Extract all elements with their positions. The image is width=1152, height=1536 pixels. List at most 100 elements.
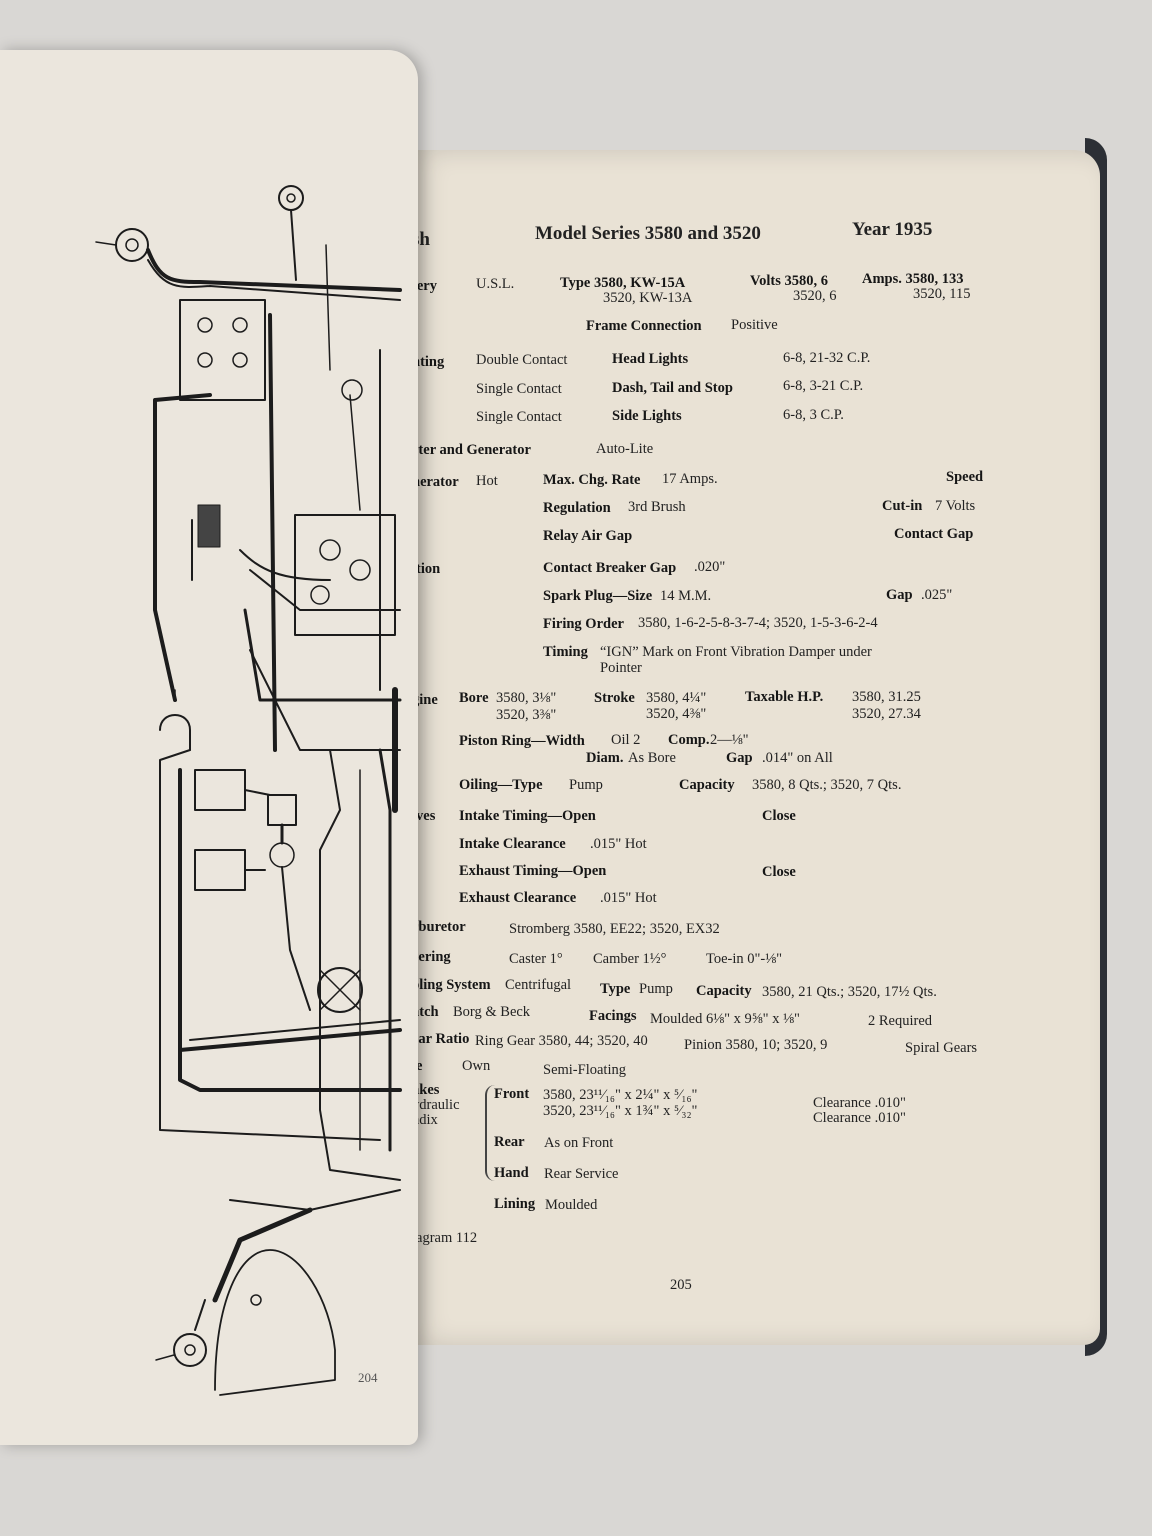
rear-value: As on Front <box>544 1135 614 1151</box>
timing-value-2: Pointer <box>600 660 642 676</box>
ring-gap-label: Gap <box>726 750 753 766</box>
intake-clearance-label: Intake Clearance <box>459 836 566 852</box>
stroke-b: 3520, 4⅜" <box>646 706 707 722</box>
cooling-capacity-value: 3580, 21 Qts.; 3520, 17½ Qts. <box>762 984 937 1000</box>
cutin-label: Cut-in <box>882 498 923 514</box>
frame-connection-value: Positive <box>731 317 778 333</box>
hp-a: 3580, 31.25 <box>852 689 921 705</box>
timing-label: Timing <box>543 644 588 660</box>
battery-volts-a: Volts 3580, 6 <box>750 273 829 289</box>
battery-type-b: 3520, KW-13A <box>603 290 693 306</box>
ring-gear: Ring Gear 3580, 44; 3520, 40 <box>475 1033 648 1049</box>
page-number-left: 204 <box>358 1370 378 1385</box>
bore-label: Bore <box>459 690 489 706</box>
model-header: Model Series 3580 and 3520 <box>535 223 761 244</box>
carburetor-value: Stromberg 3580, EE22; 3520, EX32 <box>509 921 720 937</box>
lighting-item: Side Lights <box>612 408 682 424</box>
axle-type: Semi-Floating <box>543 1062 626 1078</box>
spiral-gears: Spiral Gears <box>905 1040 978 1056</box>
lighting-label: hting <box>412 354 445 370</box>
battery-volts-b: 3520, 6 <box>793 288 837 304</box>
front-label: Front <box>494 1086 530 1102</box>
generator-label: nerator <box>412 474 459 490</box>
cooling-capacity-label: Capacity <box>696 983 752 999</box>
speed-label: Speed <box>946 469 984 485</box>
battery-amps-b: 3520, 115 <box>913 286 971 302</box>
regulation-value: 3rd Brush <box>628 499 686 515</box>
clutch-label: atch <box>412 1004 439 1020</box>
battery-label: tery <box>412 278 437 294</box>
plug-gap-label: Gap <box>886 587 913 603</box>
exhaust-close: Close <box>762 864 796 880</box>
lighting-value: 6-8, 3 C.P. <box>783 407 844 423</box>
intake-close: Close <box>762 808 796 824</box>
gear-ratio-label: ear Ratio <box>412 1031 470 1047</box>
lighting-value: 6-8, 21-32 C.P. <box>783 350 871 366</box>
lighting-value: 6-8, 3-21 C.P. <box>783 378 864 394</box>
brakes-brace <box>485 1085 495 1181</box>
page-number-right: 205 <box>670 1277 692 1293</box>
stroke-a: 3580, 4¼" <box>646 690 707 706</box>
firing-order-label: Firing Order <box>543 616 624 632</box>
regulation-label: Regulation <box>543 500 611 516</box>
right-page <box>410 150 1100 1345</box>
exhaust-clearance-label: Exhaust Clearance <box>459 890 577 906</box>
oil-capacity-value: 3580, 8 Qts.; 3520, 7 Qts. <box>752 777 902 793</box>
axle-own: Own <box>462 1058 491 1074</box>
stroke-label: Stroke <box>594 690 635 706</box>
diam-value: As Bore <box>628 750 676 766</box>
battery-make: U.S.L. <box>476 276 515 292</box>
lighting-contact: Single Contact <box>476 409 562 425</box>
facings-label: Facings <box>589 1008 637 1024</box>
contact-gap: Contact Gap <box>894 526 974 542</box>
breaker-gap-value: .020" <box>694 559 726 575</box>
lighting-item: Dash, Tail and Stop <box>612 380 733 396</box>
hp-b: 3520, 27.34 <box>852 706 921 722</box>
steering-label: eering <box>412 949 451 965</box>
timing-value: “IGN” Mark on Front Vibration Damper und… <box>600 644 872 660</box>
spark-plug-value: 14 M.M. <box>660 588 712 604</box>
cutin-value: 7 Volts <box>935 498 976 514</box>
ring-gap-value: .014" on All <box>762 750 833 766</box>
lighting-contact: Double Contact <box>476 352 568 368</box>
diagram-caption: iagram 112 <box>412 1230 478 1246</box>
clearance-a: Clearance .010" <box>813 1095 906 1111</box>
hand-value: Rear Service <box>544 1166 619 1182</box>
lining-label: Lining <box>494 1196 536 1212</box>
exhaust-timing: Exhaust Timing—Open <box>459 863 607 879</box>
clutch-value: Borg & Beck <box>453 1004 531 1020</box>
carburetor-label: rburetor <box>412 919 466 935</box>
front-b: 3520, 23¹¹⁄₁₆" x 1¾" x ⁵⁄₃₂" <box>543 1103 698 1119</box>
cooling-label: oling System <box>412 977 491 993</box>
rear-label: Rear <box>494 1134 525 1150</box>
facings-required: 2 Required <box>868 1013 933 1029</box>
plug-gap-value: .025" <box>921 587 953 603</box>
clearance-b: Clearance .010" <box>813 1110 906 1126</box>
intake-clearance-value: .015" Hot <box>590 836 647 852</box>
lighting-contact: Single Contact <box>476 381 562 397</box>
starter-label: rter and Generator <box>412 442 531 458</box>
frame-connection-label: Frame Connection <box>586 318 702 334</box>
piston-ring-comp-label: Comp. <box>668 732 710 748</box>
hp-label: Taxable H.P. <box>745 689 824 705</box>
firing-order-value: 3580, 1-6-2-5-8-3-7-4; 3520, 1-5-3-6-2-4 <box>638 615 878 631</box>
bore-a: 3580, 3⅛" <box>496 690 557 706</box>
intake-timing: Intake Timing—Open <box>459 808 596 824</box>
cooling-type-value: Pump <box>639 981 673 997</box>
brakes-label: akes <box>412 1082 440 1098</box>
piston-ring-comp-value: 2—⅛" <box>710 732 749 748</box>
diam-label: Diam. <box>586 750 624 766</box>
cooling-value: Centrifugal <box>505 977 572 993</box>
front-a: 3580, 23¹¹⁄₁₆" x 2¼" x ⁵⁄₁₆" <box>543 1087 698 1103</box>
generator-hot: Hot <box>476 473 498 489</box>
toe-in: Toe-in 0"-⅛" <box>706 951 783 967</box>
max-charge-label: Max. Chg. Rate <box>543 472 641 488</box>
brakes-label-3: ndix <box>412 1112 438 1128</box>
starter-value: Auto-Lite <box>596 441 654 457</box>
facings-value: Moulded 6⅛" x 9⅝" x ⅛" <box>650 1011 800 1027</box>
cooling-type-label: Type <box>600 981 631 997</box>
max-charge-value: 17 Amps. <box>662 471 718 487</box>
caster: Caster 1° <box>509 951 563 967</box>
exhaust-clearance-value: .015" Hot <box>600 890 657 906</box>
